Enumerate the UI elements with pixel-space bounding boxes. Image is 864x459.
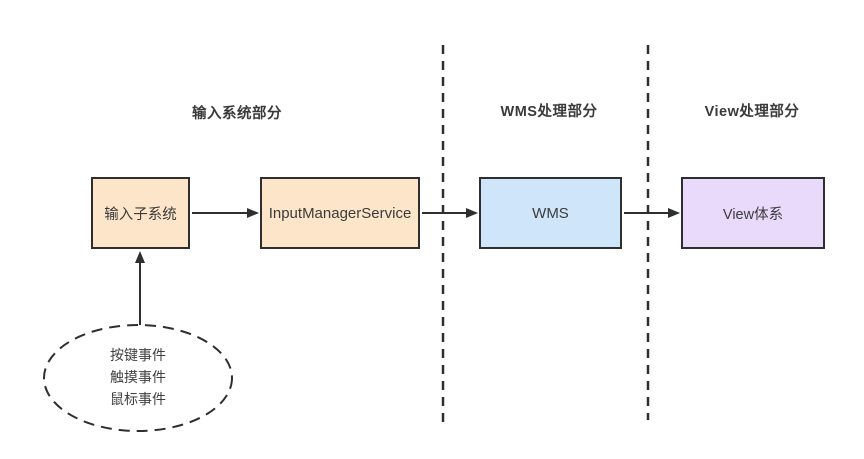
node-input-manager-service: InputManagerService	[260, 177, 420, 249]
event-line-key: 按键事件	[110, 347, 166, 363]
node-view-system-label: View体系	[722, 206, 784, 223]
node-wms: WMS	[479, 177, 622, 249]
event-line-mouse: 鼠标事件	[110, 391, 166, 407]
event-line-touch: 触摸事件	[110, 369, 166, 385]
section-header-view: View处理部分	[704, 104, 800, 120]
node-input-manager-service-label: InputManagerService	[268, 204, 412, 222]
node-input-subsystem: 输入子系统	[91, 177, 190, 249]
event-source-text: 按键事件 触摸事件 鼠标事件	[48, 344, 228, 410]
section-header-wms: WMS处理部分	[500, 104, 598, 120]
section-header-input-system: 输入系统部分	[192, 106, 282, 122]
event-source-ellipse	[43, 324, 233, 432]
node-wms-label: WMS	[532, 204, 569, 222]
node-input-subsystem-label: 输入子系统	[104, 206, 177, 223]
node-view-system: View体系	[681, 177, 825, 249]
